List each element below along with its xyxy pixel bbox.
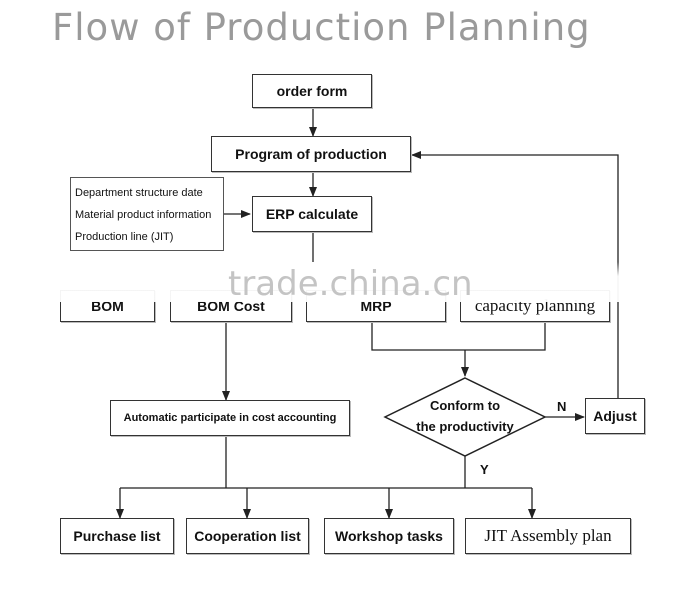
erp-calculate-box: ERP calculate bbox=[252, 196, 372, 232]
conform-line-2: the productivity bbox=[416, 419, 514, 434]
conform-diamond-text: Conform to the productivity bbox=[395, 395, 535, 437]
conform-diamond bbox=[383, 377, 547, 457]
input-material-product: Material product information bbox=[75, 209, 212, 221]
adjust-box: Adjust bbox=[585, 398, 645, 434]
workshop-tasks-box: Workshop tasks bbox=[324, 518, 454, 554]
jit-assembly-plan-box: JIT Assembly plan bbox=[465, 518, 631, 554]
watermark-fade-band bbox=[0, 262, 700, 302]
watermark: trade.china.cn bbox=[228, 264, 473, 304]
yes-label: Y bbox=[480, 462, 489, 477]
input-department-structure: Department structure date bbox=[75, 187, 203, 199]
inputs-box: Department structure date Material produ… bbox=[70, 177, 224, 251]
program-of-production-box: Program of production bbox=[211, 136, 411, 172]
input-production-line: Production line (JIT) bbox=[75, 231, 174, 243]
arrow-adjust-to-program bbox=[411, 151, 619, 398]
cooperation-list-box: Cooperation list bbox=[186, 518, 309, 554]
no-label: N bbox=[557, 399, 567, 414]
line-mrp-capacity-merge bbox=[371, 322, 546, 351]
page-title: Flow of Production Planning bbox=[52, 6, 591, 49]
order-form-box: order form bbox=[252, 74, 372, 108]
cost-accounting-box: Automatic participate in cost accounting bbox=[110, 400, 350, 436]
conform-line-1: Conform to bbox=[429, 398, 501, 413]
purchase-list-box: Purchase list bbox=[60, 518, 174, 554]
